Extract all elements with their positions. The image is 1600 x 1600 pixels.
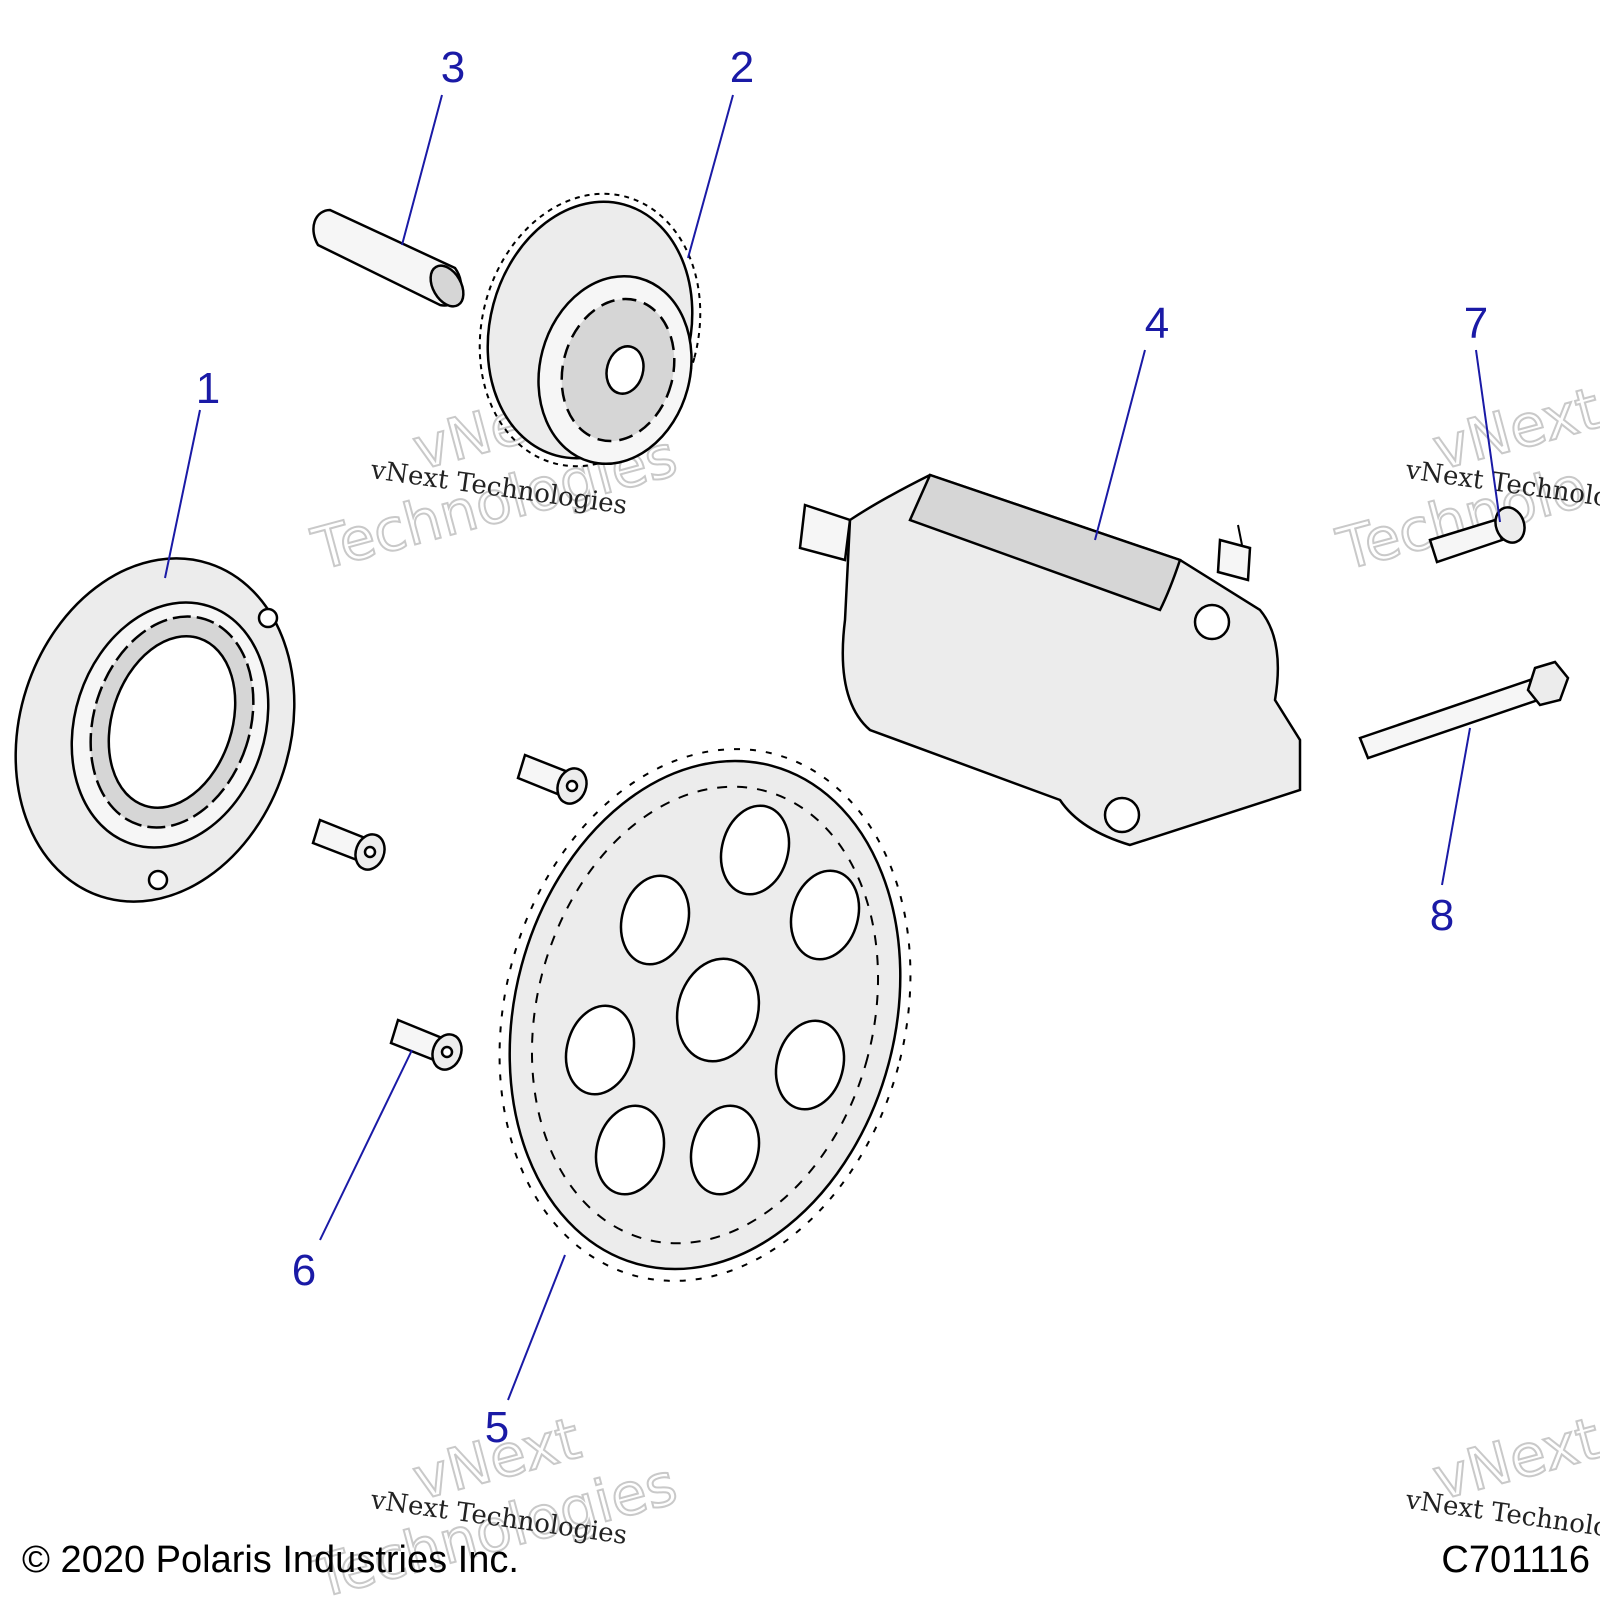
callout-7: 7 — [1464, 299, 1488, 348]
leader-line-8 — [1441, 727, 1471, 886]
leader-line-6 — [319, 1049, 413, 1241]
leader-line-5 — [507, 1254, 566, 1401]
figure-code: C701116 — [1441, 1539, 1590, 1581]
callout-8: 8 — [1430, 891, 1454, 940]
long-bolt-part — [1358, 660, 1570, 760]
leader-line-7 — [1475, 349, 1501, 523]
callout-1: 1 — [196, 364, 220, 413]
leader-line-2 — [687, 94, 734, 259]
double-gear-part — [478, 192, 702, 468]
callout-6: 6 — [292, 1246, 316, 1295]
starter-motor-part — [798, 473, 1302, 847]
callout-5: 5 — [485, 1403, 509, 1452]
cap-screw-part — [311, 818, 386, 871]
cap-screw-part — [516, 753, 588, 805]
starter-clutch-part — [14, 557, 296, 903]
callout-3: 3 — [441, 43, 465, 92]
dowel-pin-part — [312, 208, 465, 308]
short-bolt-part — [1428, 506, 1526, 564]
leader-line-4 — [1094, 349, 1146, 541]
large-starter-gear-part — [498, 748, 912, 1282]
copyright-text: © 2020 Polaris Industries Inc. — [22, 1539, 519, 1581]
watermark-bottom-right: vNext vNext Technolo — [1403, 1403, 1600, 1543]
cap-screw-part — [389, 1018, 463, 1071]
callout-4: 4 — [1145, 299, 1169, 348]
callout-2: 2 — [730, 43, 754, 92]
leader-line-3 — [401, 94, 443, 246]
leader-line-1 — [164, 409, 201, 579]
